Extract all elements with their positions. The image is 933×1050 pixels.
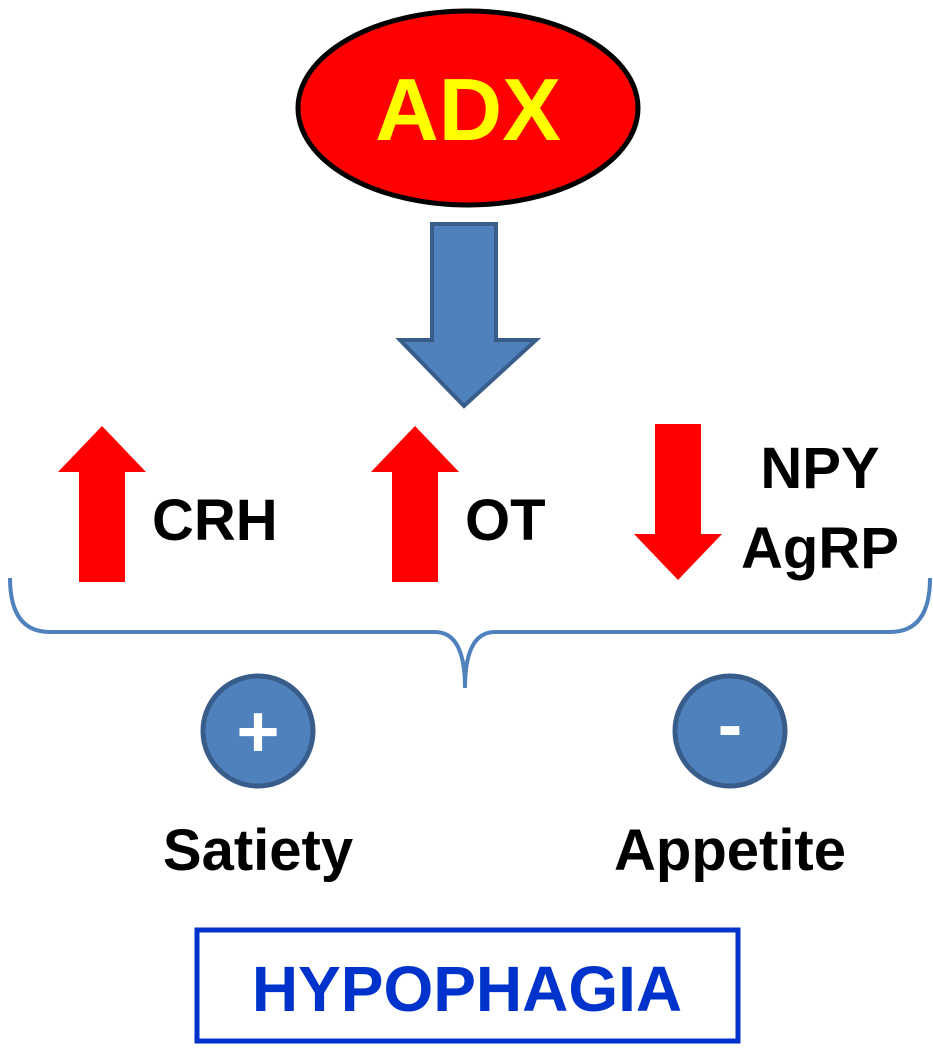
appetite-label: Appetite	[614, 818, 846, 883]
plus-circle-icon	[200, 673, 316, 789]
minus-circle-icon	[672, 673, 788, 789]
satiety-label: Satiety	[163, 818, 353, 883]
curly-bracket	[8, 577, 932, 689]
hypophagia-label: HYPOPHAGIA	[252, 953, 682, 1025]
minus-symbol: -	[718, 683, 743, 766]
adx-ellipse	[295, 8, 641, 208]
plus-symbol: +	[236, 690, 279, 773]
agrp-label: AgRP	[741, 516, 899, 581]
crh-label: CRH	[152, 488, 278, 553]
npy-label: NPY	[760, 436, 879, 501]
npy-agrp-down-arrow-icon	[634, 424, 722, 580]
ot-up-arrow-icon	[371, 426, 459, 582]
hypophagia-box	[194, 927, 741, 1044]
adx-label: ADX	[375, 60, 561, 159]
crh-up-arrow-icon	[58, 426, 146, 582]
main-down-arrow-icon	[395, 222, 542, 409]
ot-label: OT	[465, 488, 546, 553]
